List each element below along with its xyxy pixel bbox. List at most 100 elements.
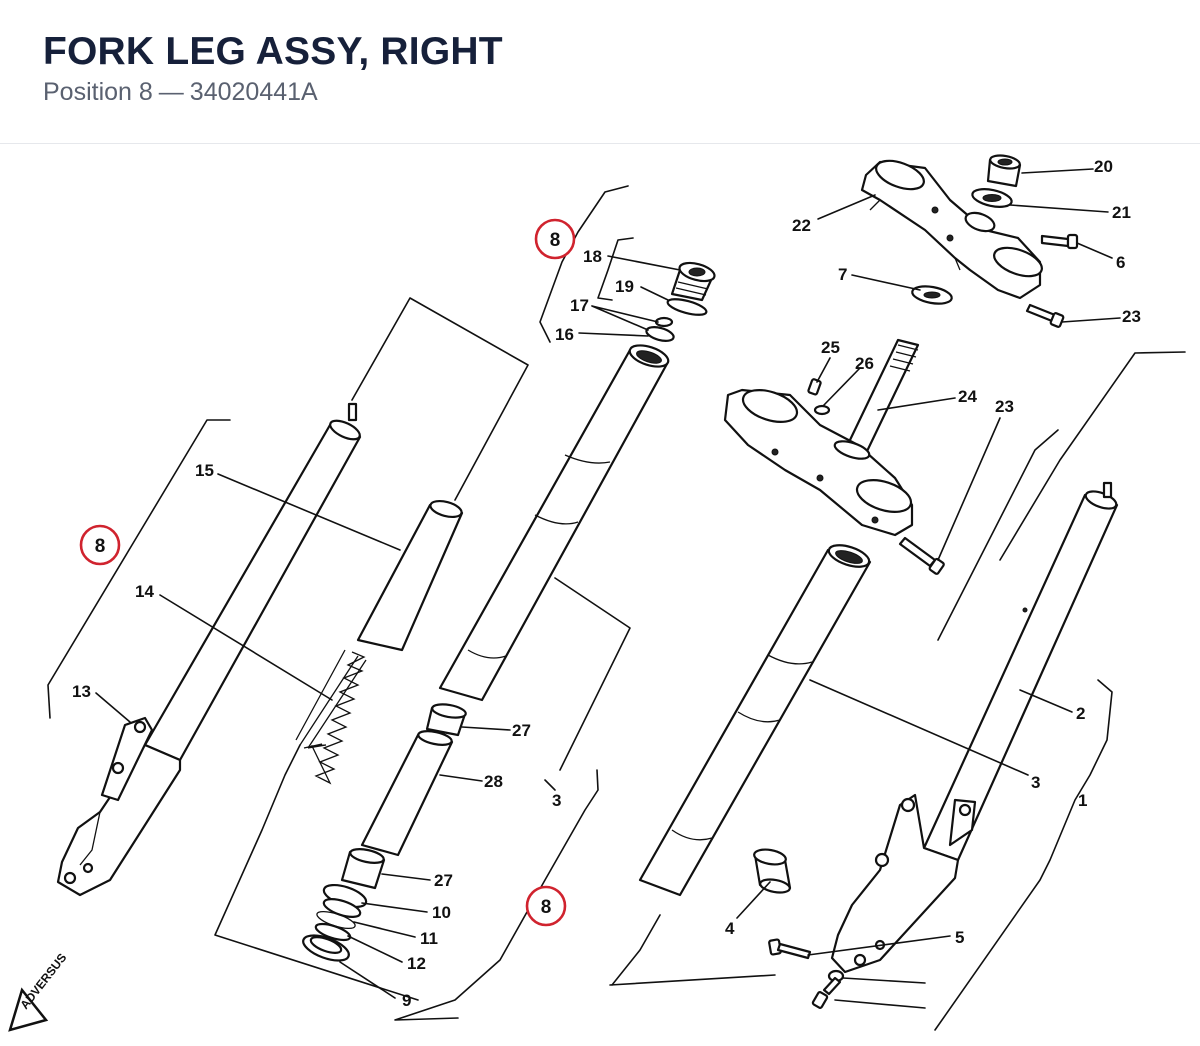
part-22-left-eye	[875, 159, 925, 191]
page-header: FORK LEG ASSY, RIGHT Position 8—34020441…	[0, 0, 1200, 144]
part-23-upper-shaft	[1025, 303, 1057, 323]
leader-2	[1019, 689, 1073, 713]
align-center-long	[554, 577, 631, 771]
part-14-coils	[303, 651, 366, 785]
callout-15: 15	[195, 461, 214, 480]
right-tube-body	[638, 548, 872, 897]
part-5-shaft-1	[776, 942, 812, 960]
callout-2: 2	[1076, 704, 1085, 723]
logo-triangle	[8, 987, 49, 1032]
leader-9	[339, 961, 396, 999]
leader-lines	[95, 168, 1121, 1009]
part-24-thread	[889, 344, 919, 372]
part-27-lower-bushing	[340, 848, 386, 890]
leader-6	[1076, 242, 1113, 259]
center-tube-body	[438, 348, 670, 702]
part-25-26-small	[807, 378, 831, 416]
part-25-screw	[807, 378, 822, 396]
part-5-shaft-2	[822, 976, 842, 996]
callout-3a: 3	[552, 791, 561, 810]
left-slider-tube	[143, 423, 362, 762]
left-fork-slider	[56, 402, 362, 897]
part-7-cap	[911, 285, 953, 305]
adversus-logo: ADVERSUS	[8, 951, 69, 1032]
highlight-markers: 8 8 8	[79, 218, 576, 927]
part-21-hole	[982, 194, 1002, 202]
right-lug-hole-1	[900, 797, 916, 813]
callout-26: 26	[855, 354, 874, 373]
leader-23a	[1061, 317, 1121, 323]
part-4-bottom	[759, 878, 791, 894]
part-15-top	[429, 499, 463, 519]
callout-27b: 27	[434, 871, 453, 890]
bracket-3a-top	[544, 779, 556, 791]
center-tube-band-2	[534, 514, 579, 525]
logo-text: ADVERSUS	[17, 951, 69, 1012]
callout-7: 7	[838, 265, 847, 284]
leader-27a	[461, 726, 511, 731]
highlight-8-bottom[interactable]: 8	[525, 885, 567, 927]
part-28-top	[417, 730, 453, 746]
leader-5b	[842, 977, 926, 984]
part-24-hole-2	[816, 474, 824, 482]
highlight-8-left[interactable]: 8	[79, 524, 121, 566]
part-14-spring	[295, 649, 367, 785]
leader-26	[822, 367, 861, 407]
part-17-16-washers	[645, 316, 675, 342]
left-foot-rib	[79, 811, 101, 866]
leader-19	[640, 286, 669, 301]
exploded-parts-diagram: 20 21 22 6 7 23 18 19 17 16 25 26 24 23 …	[8, 154, 1186, 1032]
leader-20	[1021, 168, 1094, 174]
callout-5: 5	[955, 928, 964, 947]
highlight-8-top[interactable]: 8	[534, 218, 576, 260]
group-brackets	[47, 185, 1186, 1031]
part-20-hole	[997, 158, 1013, 166]
part-18-thread	[675, 281, 709, 296]
part-18-hex	[688, 267, 706, 277]
part-24-left-eye	[741, 389, 799, 423]
callout-14: 14	[135, 582, 154, 601]
callout-19: 19	[615, 277, 634, 296]
page-title: FORK LEG ASSY, RIGHT	[43, 30, 503, 73]
bracket-right-upper	[999, 351, 1186, 561]
part-21-washer	[971, 188, 1013, 208]
callout-1: 1	[1078, 791, 1087, 810]
callout-27a: 27	[512, 721, 531, 740]
part-24-lower-clamp	[723, 338, 920, 537]
part-16-washer	[645, 326, 675, 342]
part-22-detail	[869, 199, 961, 271]
leader-5	[807, 935, 951, 956]
part-24-hole-1	[771, 448, 779, 456]
subtitle-separator: —	[158, 78, 184, 106]
bracket-left-assembly	[47, 419, 231, 719]
highlight-label-top: 8	[550, 230, 561, 251]
leader-11	[353, 921, 416, 938]
callout-25: 25	[821, 338, 840, 357]
part-28-body	[360, 733, 454, 857]
left-lug-hole-2	[111, 761, 125, 775]
leader-17	[591, 305, 659, 331]
callout-23b: 23	[995, 397, 1014, 416]
bracket-inner-18	[597, 237, 634, 301]
part-27-lower-top	[349, 848, 385, 864]
leader-28	[439, 774, 483, 782]
callout-28: 28	[484, 772, 503, 791]
part-20-stem-nut	[986, 154, 1022, 188]
part-15-body	[356, 503, 464, 652]
part-4-top	[753, 848, 787, 866]
part-23-lower-shaft	[898, 536, 937, 568]
callout-3b: 3	[1031, 773, 1040, 792]
part-24-stem-base	[833, 440, 871, 460]
callout-22: 22	[792, 216, 811, 235]
right-slider-mark	[1022, 607, 1028, 613]
part-27-upper-bushing	[425, 703, 467, 737]
callout-16: 16	[555, 325, 574, 344]
leader-15	[217, 473, 401, 551]
center-inner-tube	[438, 344, 670, 702]
part-24-right-eye	[855, 479, 913, 513]
part-22-upper-clamp	[860, 159, 1043, 300]
right-tube-band-1	[767, 654, 813, 665]
right-slider-stem	[1102, 481, 1113, 499]
leader-24	[877, 397, 956, 411]
align-right-long	[937, 429, 1059, 641]
